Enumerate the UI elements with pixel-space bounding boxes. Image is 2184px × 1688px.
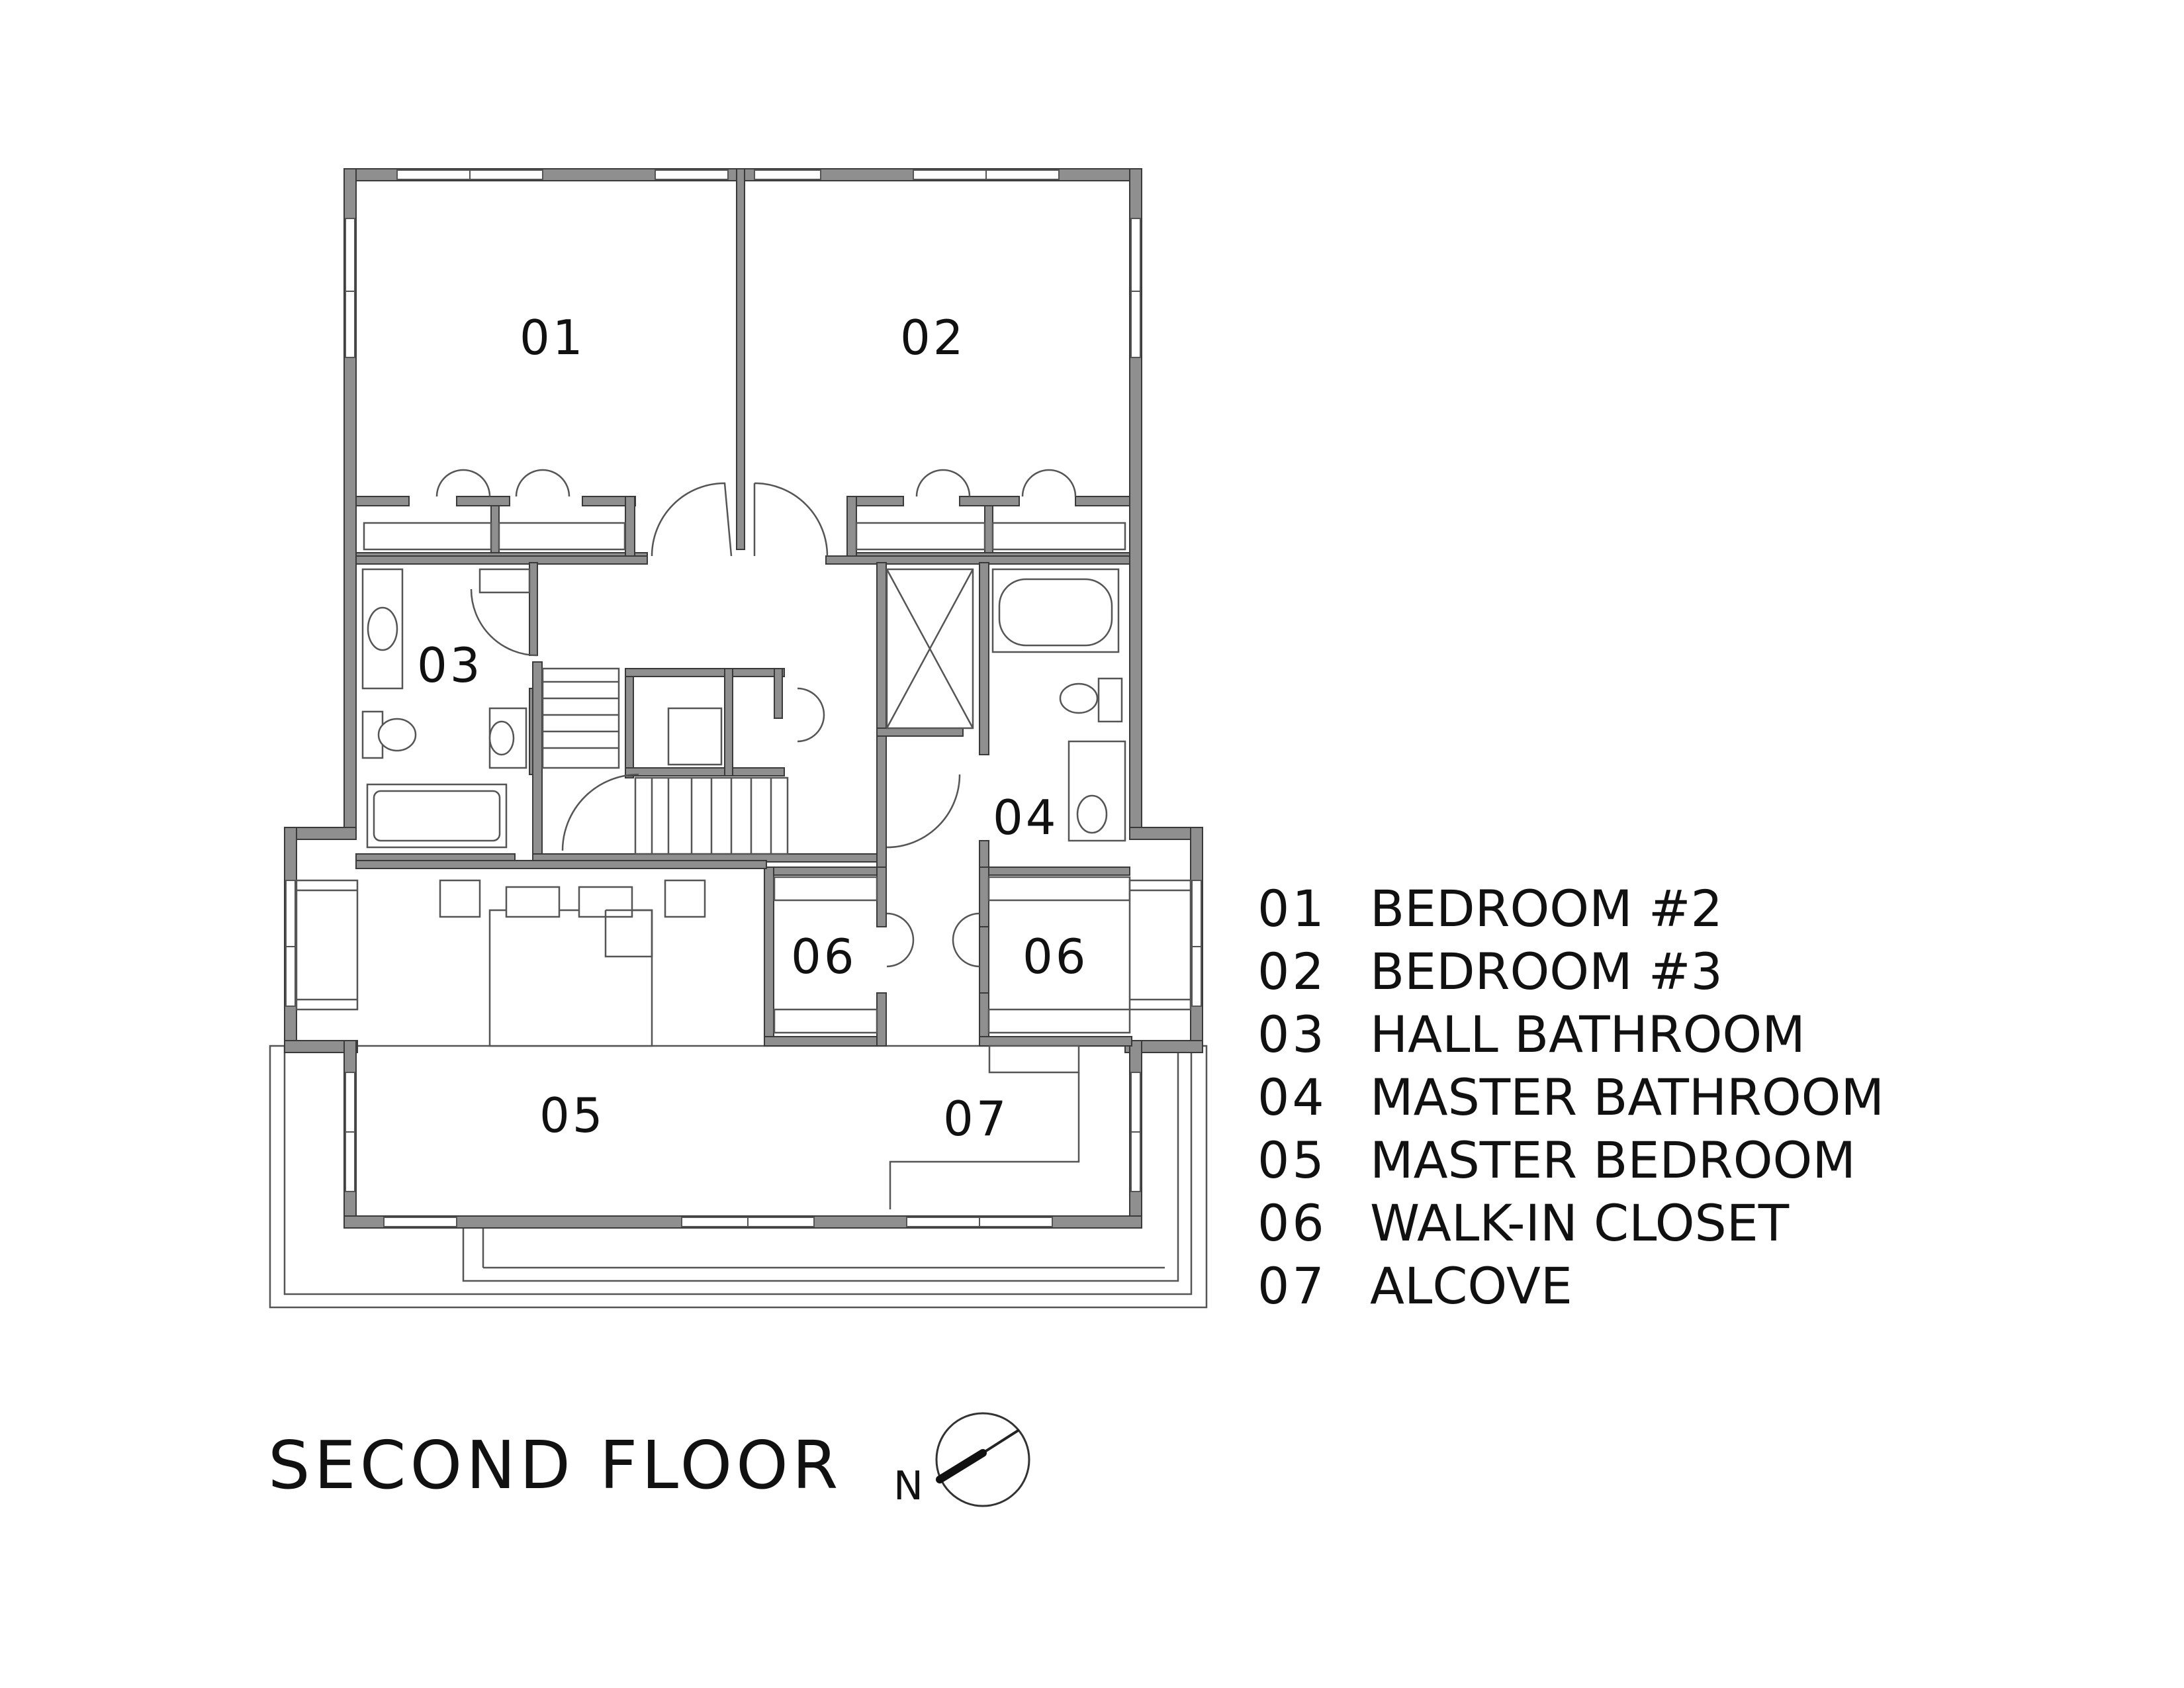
windows [285, 169, 1202, 1227]
room-number-02: 02 [900, 310, 966, 365]
master-bath-fixtures [886, 568, 1126, 842]
room-number-04: 04 [993, 790, 1059, 845]
legend-item: 02 BEDROOM #3 [1257, 940, 2151, 1003]
room-number-06b: 06 [1023, 929, 1089, 984]
legend-item: 04 MASTER BATHROOM [1257, 1066, 2151, 1129]
legend-code: 03 [1257, 1005, 1327, 1064]
closet-shelves [363, 522, 1131, 1034]
legend-label: BEDROOM #2 [1370, 879, 1723, 938]
legend-code: 02 [1257, 942, 1327, 1001]
stairs [541, 667, 789, 855]
legend-label: MASTER BATHROOM [1370, 1068, 1885, 1127]
legend-item: 07 ALCOVE [1257, 1254, 2151, 1317]
deck-outline [269, 1045, 1208, 1309]
room-number-05: 05 [539, 1088, 606, 1143]
legend-code: 01 [1257, 879, 1327, 938]
legend-label: HALL BATHROOM [1370, 1005, 1805, 1064]
legend-code: 07 [1257, 1256, 1327, 1315]
north-arrow-icon [935, 1412, 1030, 1507]
legend-item: 05 MASTER BEDROOM [1257, 1129, 2151, 1192]
north-label: N [893, 1463, 923, 1509]
legend-code: 06 [1257, 1194, 1327, 1252]
legend-code: 05 [1257, 1131, 1327, 1190]
legend-label: ALCOVE [1370, 1256, 1572, 1315]
room-number-03: 03 [417, 637, 483, 693]
drawing-title: SECOND FLOOR [268, 1427, 842, 1504]
hall-bath-fixtures [361, 568, 531, 849]
interior-walls [355, 168, 1132, 1047]
window-seats [295, 879, 1192, 1011]
room-number-06a: 06 [791, 929, 857, 984]
legend-item: 06 WALK-IN CLOSET [1257, 1192, 2151, 1254]
legend-code: 04 [1257, 1068, 1327, 1127]
room-number-07: 07 [943, 1091, 1009, 1147]
bed [439, 879, 1080, 1209]
room-number-01: 01 [520, 310, 586, 365]
legend-label: MASTER BEDROOM [1370, 1131, 1856, 1190]
legend-label: WALK-IN CLOSET [1370, 1194, 1790, 1252]
legend-item: 01 BEDROOM #2 [1257, 877, 2151, 940]
room-legend: 01 BEDROOM #2 02 BEDROOM #3 03 HALL BATHROO… [1257, 877, 2151, 1317]
legend-item: 03 HALL BATHROOM [1257, 1003, 2151, 1066]
legend-label: BEDROOM #3 [1370, 942, 1723, 1001]
door-swings [435, 469, 1077, 968]
